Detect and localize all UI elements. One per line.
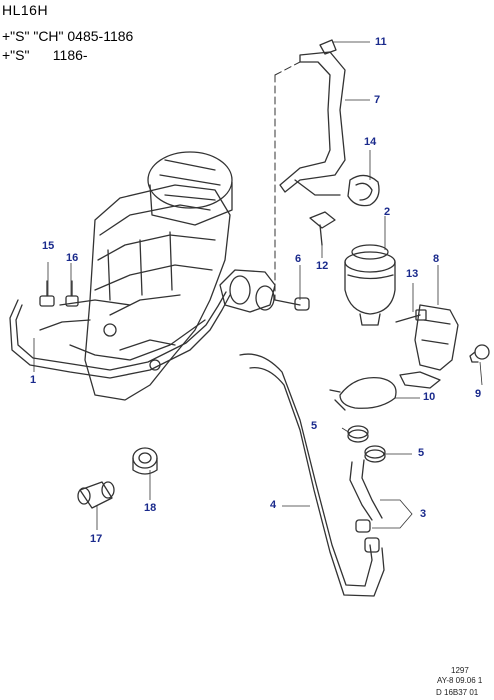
- bolt-13: [395, 309, 427, 323]
- callout-1: 1: [30, 374, 37, 386]
- clip-14: [347, 174, 380, 207]
- footer-code-1: 1297: [451, 666, 469, 675]
- clamp-5a: [347, 425, 369, 443]
- vacuum-unit: [219, 269, 310, 313]
- grommet-9: [469, 344, 490, 363]
- callout-3: 3: [420, 508, 427, 520]
- callout-7: 7: [374, 94, 381, 106]
- hose-17: [77, 481, 115, 509]
- grommet-18: [132, 447, 158, 475]
- clamp-5b: [364, 445, 386, 463]
- callout-10: 10: [423, 391, 436, 403]
- strap-10: [329, 376, 397, 411]
- callout-8: 8: [433, 253, 440, 265]
- vacuum-pipe-1: [9, 291, 231, 379]
- callout-12: 12: [316, 260, 329, 272]
- callout-2: 2: [384, 206, 391, 218]
- callout-13: 13: [406, 268, 419, 280]
- bolt-12: [309, 211, 336, 246]
- footer-code-3: D 16B37 01: [436, 688, 479, 697]
- callout-16: 16: [66, 252, 79, 264]
- callout-9: 9: [475, 388, 482, 400]
- callout-18: 18: [144, 502, 157, 514]
- model-range-line-1: +"S" "CH" 0485-1186: [2, 28, 134, 44]
- callout-11: 11: [375, 36, 387, 48]
- connector-15: [39, 280, 55, 307]
- hose-4: [239, 353, 385, 597]
- diagram-title: HL16H: [2, 2, 49, 18]
- bracket-7: [279, 39, 346, 196]
- callout-17: 17: [90, 533, 103, 545]
- callout-4: 4: [270, 499, 277, 511]
- callout-15: 15: [42, 240, 55, 252]
- footer-code-2: AY-8 09.06 1: [437, 676, 483, 685]
- model-range-line-2: +"S" 1186-: [2, 47, 88, 63]
- callout-14: 14: [364, 136, 377, 148]
- hose-3: [349, 459, 383, 553]
- air-cleaner-housing: [147, 151, 233, 226]
- callout-5-upper: 5: [311, 420, 318, 432]
- connector-16: [65, 280, 79, 307]
- engine-block: [84, 184, 231, 401]
- reservoir-2: [344, 244, 396, 326]
- callout-5-lower: 5: [418, 447, 425, 459]
- bracket-8: [399, 304, 459, 389]
- callout-6: 6: [295, 253, 302, 265]
